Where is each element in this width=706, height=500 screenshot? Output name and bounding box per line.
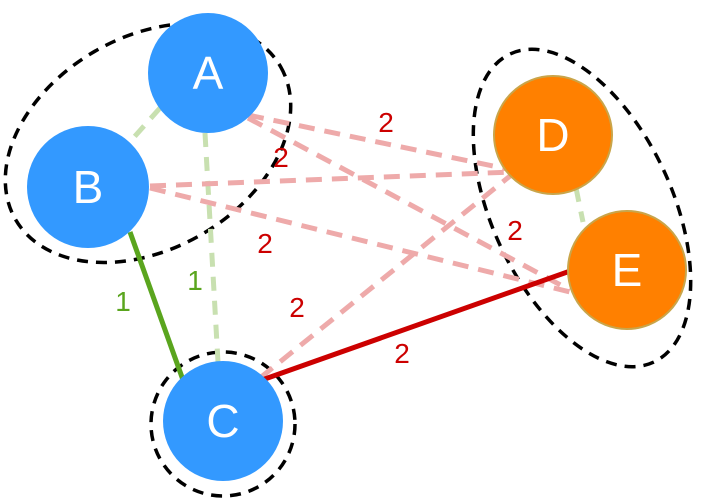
node-d-label: D: [536, 109, 569, 161]
node-e-label: E: [612, 244, 643, 296]
node-c: C: [163, 361, 283, 481]
node-c-label: C: [206, 395, 239, 447]
edge-b-e-weight: 2: [257, 228, 273, 259]
edge-c-d: [258, 170, 517, 380]
edge-a-c-weight: 1: [187, 265, 203, 296]
edge-c-d-weight: 2: [289, 292, 305, 323]
edge-a-e: [246, 115, 572, 293]
edge-a-e-weight: 2: [273, 142, 289, 173]
node-e: E: [567, 210, 687, 330]
edge-a-b: [126, 106, 162, 146]
cluster-de-outline: [471, 47, 693, 369]
edge-b-e: [149, 185, 571, 295]
edge-a-c: [202, 132, 221, 363]
edge-d-e: [573, 187, 586, 223]
node-d: D: [493, 75, 613, 195]
cluster-c-outline: [149, 350, 297, 498]
node-b: B: [27, 126, 149, 248]
node-a-label: A: [193, 47, 224, 99]
edge-a-d: [247, 112, 513, 173]
edge-b-d: [149, 169, 513, 189]
edge-a-d-weight: 2: [378, 107, 394, 138]
cluster-ab-outline: [3, 21, 293, 265]
edge-b-c: [127, 231, 186, 381]
edge-c-e: [261, 267, 574, 383]
edge-b-c-weight: 1: [115, 286, 131, 317]
node-a: A: [148, 13, 268, 133]
edge-c-e-weight: 2: [394, 338, 410, 369]
edge-c-e-dashed-weight: 2: [507, 215, 523, 246]
node-b-label: B: [73, 161, 104, 213]
